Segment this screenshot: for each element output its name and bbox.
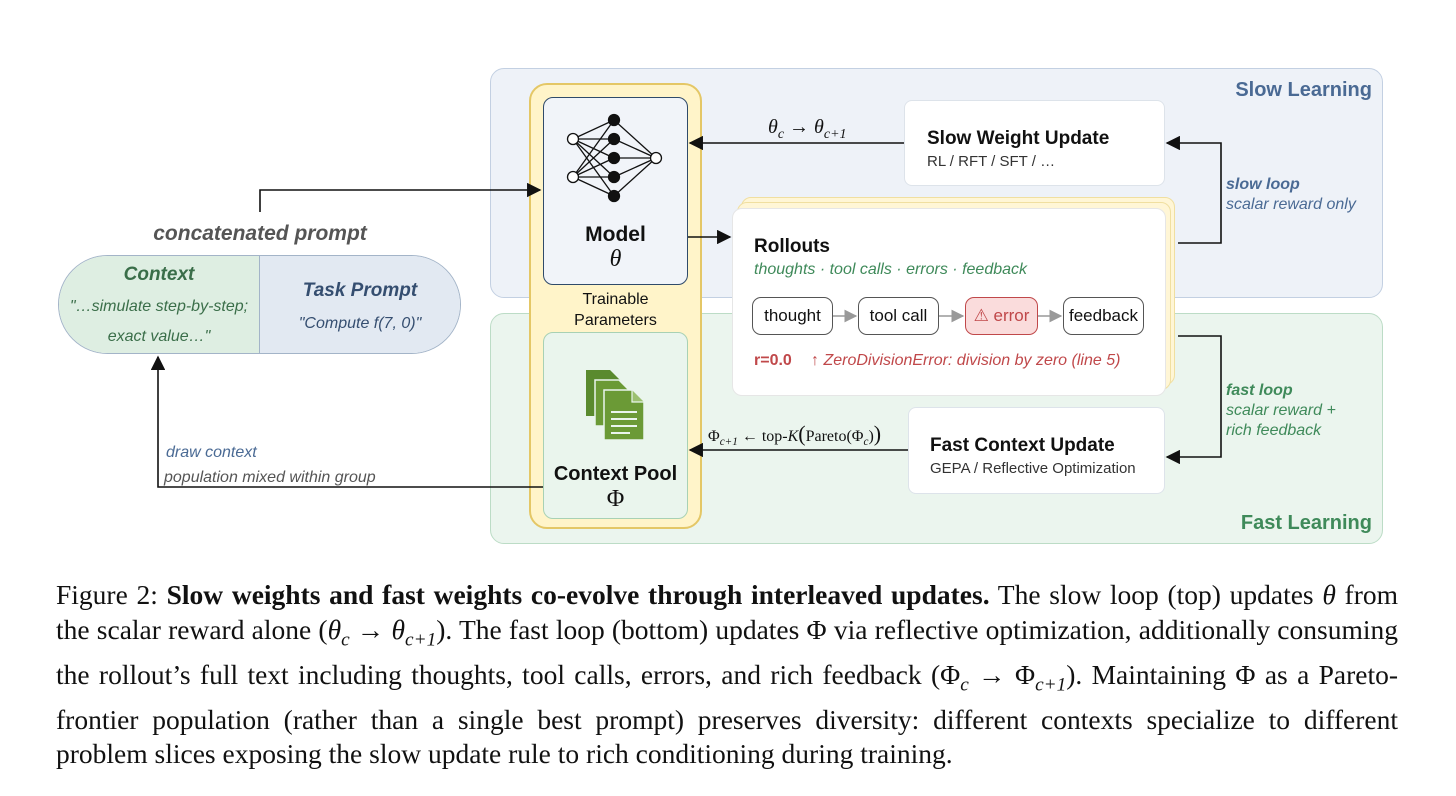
model-symbol: θ	[609, 246, 622, 272]
phi-close-paren: )	[868, 428, 874, 445]
theta-arrow: →	[789, 116, 810, 138]
context-segment: Context "…simulate step-by-step; exact v…	[59, 256, 260, 353]
phi-c1: Φ	[708, 428, 720, 445]
caption-bold-summary: Slow weights and fast weights co-evolve …	[166, 579, 990, 610]
caption-text-4: via reflective optimization, additionall…	[56, 613, 1398, 690]
task-prompt-text: "Compute f(7, 0)"	[298, 315, 422, 332]
slow-weight-update-title: Slow Weight Update	[927, 128, 1110, 149]
caption-text-3: ). The fast loop (bottom) updates	[436, 613, 800, 645]
caption-figure-label: Figure 2:	[56, 579, 158, 610]
theta-c: θ	[768, 116, 778, 138]
fast-context-update-subtitle: GEPA / Reflective Optimization	[930, 460, 1136, 477]
step-tool-call: tool call	[858, 297, 939, 335]
error-message: ↑ ZeroDivisionError: division by zero (l…	[811, 352, 1121, 369]
caption-text-6: as a Pareto-frontier population (rather …	[56, 658, 1399, 770]
step-error: ⚠ error	[965, 297, 1038, 335]
trainable-label-line-1: Trainable	[582, 291, 649, 308]
theta-c-sub: c	[777, 127, 785, 142]
neural-network-icon	[566, 113, 663, 203]
caption-theta-c-sub: c	[341, 629, 350, 650]
slow-weight-update-box: Slow Weight Update RL / RFT / SFT / …	[904, 100, 1165, 186]
phi-update-label: Φc+1 ← top-K(Pareto(Φc))	[708, 421, 882, 449]
fast-loop-title: fast loop	[1226, 382, 1293, 399]
rollouts-title: Rollouts	[754, 236, 830, 257]
phi-pareto-sub: c	[863, 436, 869, 449]
model-label: Model	[585, 223, 646, 246]
context-label: Context	[123, 264, 195, 285]
slow-loop-arrow	[1165, 135, 1222, 244]
caption-phi-c1: Φ	[1014, 658, 1036, 690]
caption-phi: Φ	[806, 613, 827, 645]
caption-phi-c1-sub: c+1	[1035, 674, 1067, 695]
diagram: Slow Learning Fast Learning Model θ Trai…	[58, 68, 1383, 544]
context-text-line-1: "…simulate step-by-step;	[69, 298, 249, 315]
step-feedback: feedback	[1063, 297, 1144, 335]
caption-theta-c1-sub: c+1	[405, 629, 437, 650]
caption-text-1: The slow loop (top) updates	[997, 579, 1314, 610]
fast-context-update-title: Fast Context Update	[930, 435, 1115, 456]
concatenated-prompt: Context "…simulate step-by-step; exact v…	[58, 255, 461, 354]
phi-pareto: Pareto(Φ	[805, 428, 864, 445]
trainable-label-line-2: Parameters	[574, 312, 657, 329]
caption-phi-c-sub: c	[960, 674, 969, 695]
rollouts-subtitle: thoughts · tool calls · errors · feedbac…	[754, 261, 1028, 278]
figure-caption: Figure 2: Slow weights and fast weights …	[56, 578, 1398, 772]
fast-context-update-box: Fast Context Update GEPA / Reflective Op…	[908, 407, 1165, 494]
caption-text-2: from the scalar reward alone (	[56, 579, 1399, 645]
slow-learning-title: Slow Learning	[1235, 79, 1372, 101]
caption-arrow-1: →	[356, 613, 385, 645]
context-pool-label: Context Pool	[553, 463, 678, 485]
step-thought: thought	[752, 297, 833, 335]
slow-loop-title: slow loop	[1226, 176, 1300, 193]
fast-loop-desc-2: rich feedback	[1226, 422, 1322, 439]
draw-context-line-1: draw context	[166, 444, 257, 461]
context-pool-symbol: Φ	[606, 486, 625, 512]
caption-theta: θ	[1322, 579, 1336, 610]
fast-loop-desc-1: scalar reward +	[1226, 402, 1336, 419]
theta-c1: θ	[814, 116, 824, 138]
draw-context-line-2: population mixed within group	[164, 469, 376, 486]
connectors	[150, 113, 1222, 488]
fast-learning-title: Fast Learning	[1240, 512, 1372, 534]
concatenated-prompt-title: concatenated prompt	[153, 222, 367, 245]
phi-topk-prefix: ← top-	[741, 428, 788, 445]
prompt-to-model-arrow	[259, 182, 542, 212]
pool-to-prompt-arrow	[150, 355, 543, 488]
caption-arrow-2: →	[978, 658, 1006, 690]
reward-value: r=0.0	[754, 352, 792, 369]
caption-text-5: ). Maintaining	[1066, 658, 1227, 690]
slow-weight-update-subtitle: RL / RFT / SFT / …	[927, 153, 1056, 170]
slow-loop-desc: scalar reward only	[1226, 196, 1356, 213]
phi-k: K	[787, 428, 799, 445]
caption-theta-c: θ	[327, 613, 342, 645]
documents-icon	[586, 370, 645, 441]
context-text-line-2: exact value…"	[107, 328, 211, 345]
phi-c1-sub: c+1	[719, 436, 738, 449]
fast-loop-arrow	[1165, 335, 1222, 465]
task-prompt-label: Task Prompt	[302, 280, 418, 301]
fast-loop-label: fast loop scalar reward + rich feedback	[1226, 381, 1336, 441]
slow-loop-label: slow loop scalar reward only	[1226, 175, 1356, 215]
theta-c1-sub: c+1	[823, 127, 847, 142]
caption-theta-c1: θ	[391, 613, 406, 645]
theta-update-label: θc → θc+1	[768, 116, 847, 143]
task-prompt-segment: Task Prompt "Compute f(7, 0)"	[260, 256, 460, 353]
caption-phi-c: Φ	[940, 658, 961, 690]
caption-phi-2: Φ	[1235, 658, 1256, 690]
trainable-label: Trainable Parameters	[529, 289, 702, 331]
